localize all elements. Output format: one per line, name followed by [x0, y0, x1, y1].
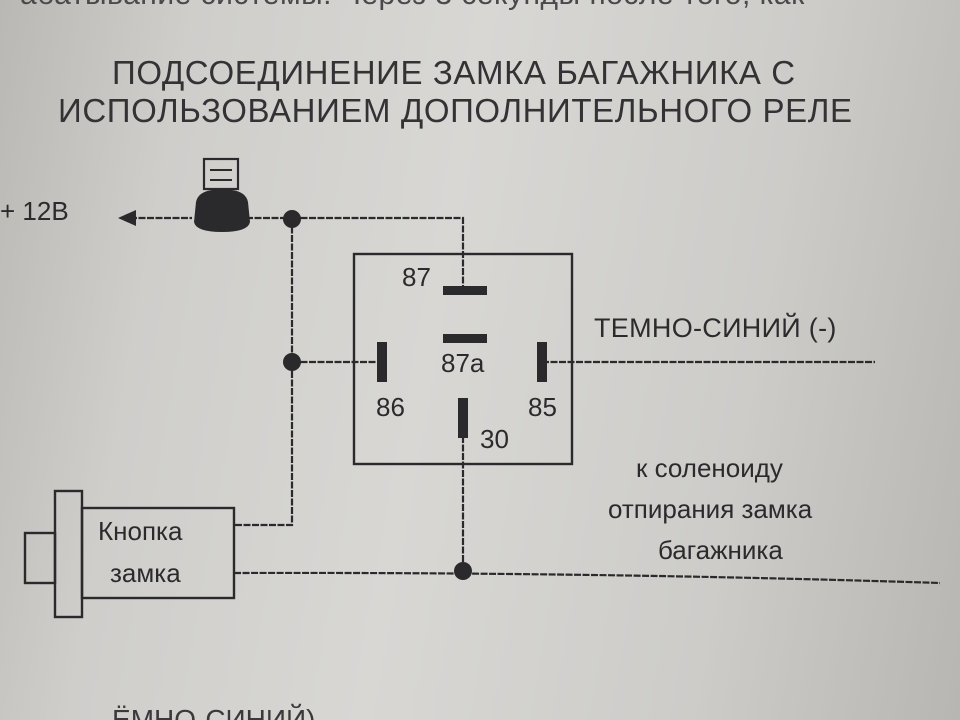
relay-contact-87 [443, 286, 487, 295]
relay-pin-87-label: 87 [402, 262, 431, 292]
lock-button-flange [53, 489, 84, 619]
bottom-cut-text: ЁМНО-СИНИЙ) [112, 704, 316, 720]
junction-dot-86 [283, 353, 301, 371]
power-label: + 12В [0, 196, 69, 226]
diagram-title-line-2: ИСПОЛЬЗОВАНИЕМ ДОПОЛНИТЕЛЬНОГО РЕЛЕ [58, 92, 853, 129]
relay-contact-30 [458, 398, 468, 438]
relay-contact-86 [377, 342, 387, 382]
relay-contact-87a [443, 334, 487, 343]
lock-button-label-line-1: Кнопка [98, 516, 183, 546]
top-cut-text: абатывание системы. Через 3 секунды посл… [20, 0, 805, 12]
fuse-holder-icon [194, 190, 250, 232]
junction-dot-30 [454, 562, 472, 580]
solenoid-label-line-1: к соленоиду [636, 453, 783, 483]
dark-blue-wire-label: ТЕМНО-СИНИЙ (-) [594, 313, 837, 343]
relay-pin-85-label: 85 [528, 392, 557, 422]
power-arrow-icon [118, 210, 136, 226]
relay-contact-85 [537, 342, 547, 382]
relay-pin-30-label: 30 [480, 424, 509, 454]
fuse-blade-inner [210, 169, 232, 181]
wire-node-to-87 [292, 216, 465, 290]
solenoid-label-line-2: отпирания замка [608, 494, 813, 524]
junction-dot-top [283, 210, 301, 228]
relay-pin-87a-label: 87a [441, 348, 485, 378]
fuse-blade [202, 157, 240, 191]
solenoid-label-line-3: багажника [658, 535, 783, 565]
wire-left-bus [234, 218, 294, 527]
relay-pin-86-label: 86 [376, 392, 405, 422]
diagram-title-line-1: ПОДСОЕДИНЕНИЕ ЗАМКА БАГАЖНИКА С [112, 54, 796, 91]
wire-solenoid [233, 571, 941, 585]
lock-button-label-line-2: замка [110, 558, 181, 588]
lock-button-plunger [23, 531, 57, 585]
relay-box [352, 252, 574, 466]
